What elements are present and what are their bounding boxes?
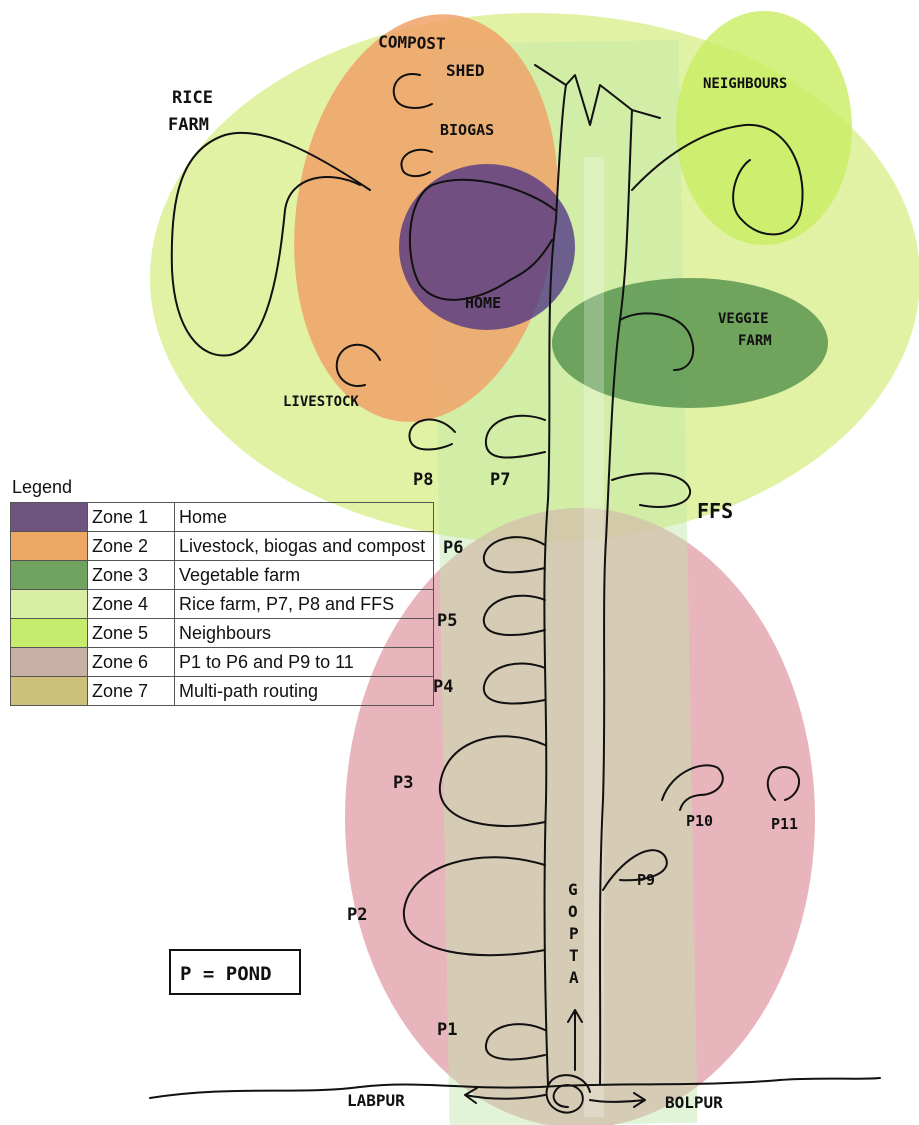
bolpur-label: BOLPUR	[665, 1093, 723, 1112]
pond-label-p6: P6	[443, 538, 463, 558]
legend-description: Multi-path routing	[175, 677, 434, 706]
gopta-letter: O	[568, 902, 578, 921]
legend-zone: Zone 4	[88, 590, 175, 619]
legend-row: Zone 2 Livestock, biogas and compost	[11, 532, 434, 561]
legend-description: Rice farm, P7, P8 and FFS	[175, 590, 434, 619]
legend-row: Zone 6 P1 to P6 and P9 to 11	[11, 648, 434, 677]
legend-row: Zone 7 Multi-path routing	[11, 677, 434, 706]
compost-label: COMPOST	[378, 32, 446, 53]
legend-swatch	[11, 619, 88, 648]
legend-swatch	[11, 561, 88, 590]
labpur-label: LABPUR	[347, 1091, 405, 1110]
legend-zone: Zone 3	[88, 561, 175, 590]
pond-key-box: P = POND	[170, 950, 300, 994]
veggie-label: VEGGIE	[718, 311, 769, 327]
gopta-letter: P	[569, 924, 579, 943]
pond-label-p4: P4	[433, 677, 453, 697]
pond-label-p9: P9	[637, 871, 655, 889]
home-label: HOME	[465, 294, 501, 312]
legend-swatch	[11, 677, 88, 706]
gopta-letter: T	[569, 946, 579, 965]
pond-label-p2: P2	[347, 905, 367, 925]
legend-zone: Zone 2	[88, 532, 175, 561]
ffs-label: FFS	[697, 499, 733, 523]
gopta-letter: A	[569, 968, 579, 987]
legend-row: Zone 1 Home	[11, 503, 434, 532]
livestock-label: LIVESTOCK	[283, 394, 359, 410]
pond-key-label: P = POND	[180, 963, 272, 985]
veggie-farm-label: FARM	[738, 333, 772, 349]
legend-description: Vegetable farm	[175, 561, 434, 590]
shed-label: SHED	[446, 61, 485, 80]
legend-swatch	[11, 503, 88, 532]
legend-row: Zone 3 Vegetable farm	[11, 561, 434, 590]
pond-label-p3: P3	[393, 773, 413, 793]
gopta-letter: G	[568, 880, 578, 899]
neighbours-label: NEIGHBOURS	[703, 76, 787, 92]
legend-title: Legend	[10, 472, 434, 502]
legend-description: Livestock, biogas and compost	[175, 532, 434, 561]
farm-label: FARM	[168, 115, 209, 135]
pond-label-p1: P1	[437, 1020, 457, 1040]
legend-table: Zone 1 Home Zone 2 Livestock, biogas and…	[10, 502, 434, 706]
legend-row: Zone 4 Rice farm, P7, P8 and FFS	[11, 590, 434, 619]
rice-label: RICE	[172, 88, 213, 108]
pond-label-p5: P5	[437, 611, 457, 631]
legend-description: Home	[175, 503, 434, 532]
legend-zone: Zone 6	[88, 648, 175, 677]
legend-zone: Zone 1	[88, 503, 175, 532]
legend-description: Neighbours	[175, 619, 434, 648]
legend-zone: Zone 7	[88, 677, 175, 706]
legend-swatch	[11, 590, 88, 619]
legend: Legend Zone 1 Home Zone 2 Livestock, bio…	[10, 472, 434, 706]
legend-swatch	[11, 648, 88, 677]
biogas-label: BIOGAS	[440, 121, 494, 139]
pond-label-p7: P7	[490, 470, 510, 490]
pond-label-p11: P11	[771, 815, 798, 833]
legend-description: P1 to P6 and P9 to 11	[175, 648, 434, 677]
legend-row: Zone 5 Neighbours	[11, 619, 434, 648]
legend-swatch	[11, 532, 88, 561]
legend-zone: Zone 5	[88, 619, 175, 648]
pond-label-p10: P10	[686, 812, 713, 830]
gopta-label: G O P T A	[568, 880, 579, 987]
